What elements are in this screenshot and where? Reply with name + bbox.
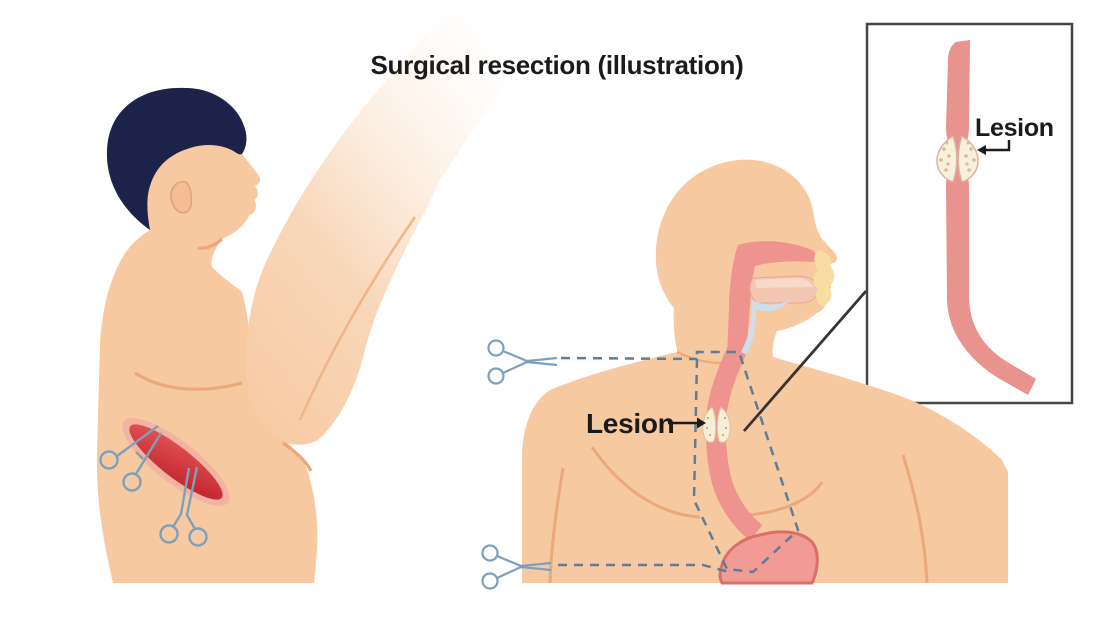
- resection-dashed-outline: [558, 350, 800, 574]
- inset-lesion-arrow: [977, 140, 1011, 155]
- body-lesion-dots: [705, 416, 728, 437]
- stomach: [718, 530, 819, 585]
- pharynx-nasal-cutaway: [727, 241, 825, 357]
- hair: [106, 87, 247, 230]
- incision-figure: [96, 0, 560, 583]
- lips-band: [813, 250, 835, 307]
- page-title: Surgical resection (illustration): [371, 50, 744, 80]
- esophagus-figure-body: [522, 159, 1008, 584]
- inset-lesion: [936, 134, 979, 183]
- cut-line-bottom: [558, 563, 730, 574]
- ear: [170, 180, 193, 214]
- inset-esophagus: [946, 40, 1036, 395]
- airway-under-jaw: [754, 300, 790, 312]
- body-lesion-label: Lesion: [586, 408, 674, 439]
- body-lesion-arrow: [668, 417, 706, 429]
- inset-zoom-panel: Lesion: [865, 22, 1074, 405]
- resection-region: [692, 350, 800, 574]
- airway: [741, 300, 757, 355]
- esophagus-figure: [522, 159, 1008, 585]
- inset-lesion-texture-dots: [939, 141, 976, 172]
- torso-shading-lines: [548, 351, 929, 584]
- cut-line-top: [560, 356, 698, 361]
- body-shading-lines: [134, 216, 417, 472]
- esophagus: [706, 345, 763, 541]
- body-lesion: [702, 406, 731, 443]
- tongue-highlight: [755, 278, 813, 288]
- raised-arm: [246, 0, 560, 445]
- inset-pointer-line: [742, 290, 868, 432]
- scissors-icon: [487, 339, 559, 385]
- hemostat-clamp-icon: [99, 425, 163, 492]
- hemostat-clamp-icon: [159, 466, 208, 547]
- incision-wound: [122, 418, 230, 506]
- inset-lesion-label: Lesion: [975, 114, 1054, 142]
